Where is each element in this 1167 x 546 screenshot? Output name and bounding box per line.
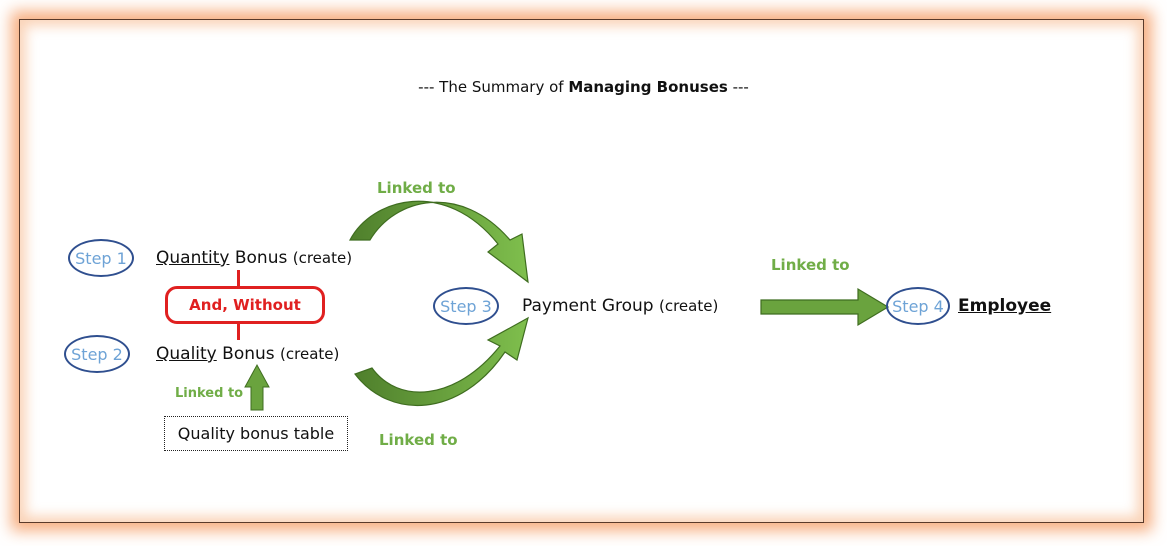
linked-to-bottom: Linked to: [379, 431, 458, 449]
straight-arrow-right: [760, 287, 890, 327]
employee-label: Employee: [958, 296, 1051, 316]
relation-connector-bottom: [237, 324, 240, 340]
relation-badge: And, Without: [165, 286, 325, 324]
relation-connector-top: [237, 270, 240, 286]
employee-word: Employee: [958, 296, 1052, 316]
step-1-badge: Step 1: [68, 239, 134, 277]
up-arrow: [244, 363, 270, 411]
linked-to-table: Linked to: [175, 386, 244, 401]
quantity-word: Quantity: [156, 248, 230, 268]
title-bold: Managing Bonuses: [568, 78, 728, 96]
payment-group-label: Payment Group (create): [522, 296, 718, 316]
quality-create-note: (create): [280, 345, 340, 363]
title-suffix: ---: [727, 78, 749, 96]
curved-arrow-top: [349, 200, 529, 284]
quantity-bonus-word: Bonus: [229, 248, 293, 268]
linked-to-right: Linked to: [771, 256, 850, 274]
quantity-create-note: (create): [292, 249, 353, 267]
summary-frame: [19, 19, 1144, 523]
quality-bonus-word: Bonus: [216, 344, 281, 364]
page-title: --- The Summary of Managing Bonuses ---: [0, 78, 1167, 96]
step-2-badge: Step 2: [64, 335, 130, 373]
quality-bonus-table-box: Quality bonus table: [164, 416, 348, 451]
payment-create-note: (create): [659, 297, 719, 315]
step-3-badge: Step 3: [433, 287, 499, 325]
quantity-bonus-label: Quantity Bonus (create): [156, 248, 352, 268]
quality-word: Quality: [156, 344, 217, 364]
title-prefix: --- The Summary of: [418, 78, 569, 96]
linked-to-top: Linked to: [377, 179, 456, 197]
quality-bonus-label: Quality Bonus (create): [156, 344, 339, 364]
step-4-badge: Step 4: [886, 287, 950, 325]
payment-group-word: Payment Group: [522, 296, 659, 316]
curved-arrow-bottom: [354, 316, 529, 407]
